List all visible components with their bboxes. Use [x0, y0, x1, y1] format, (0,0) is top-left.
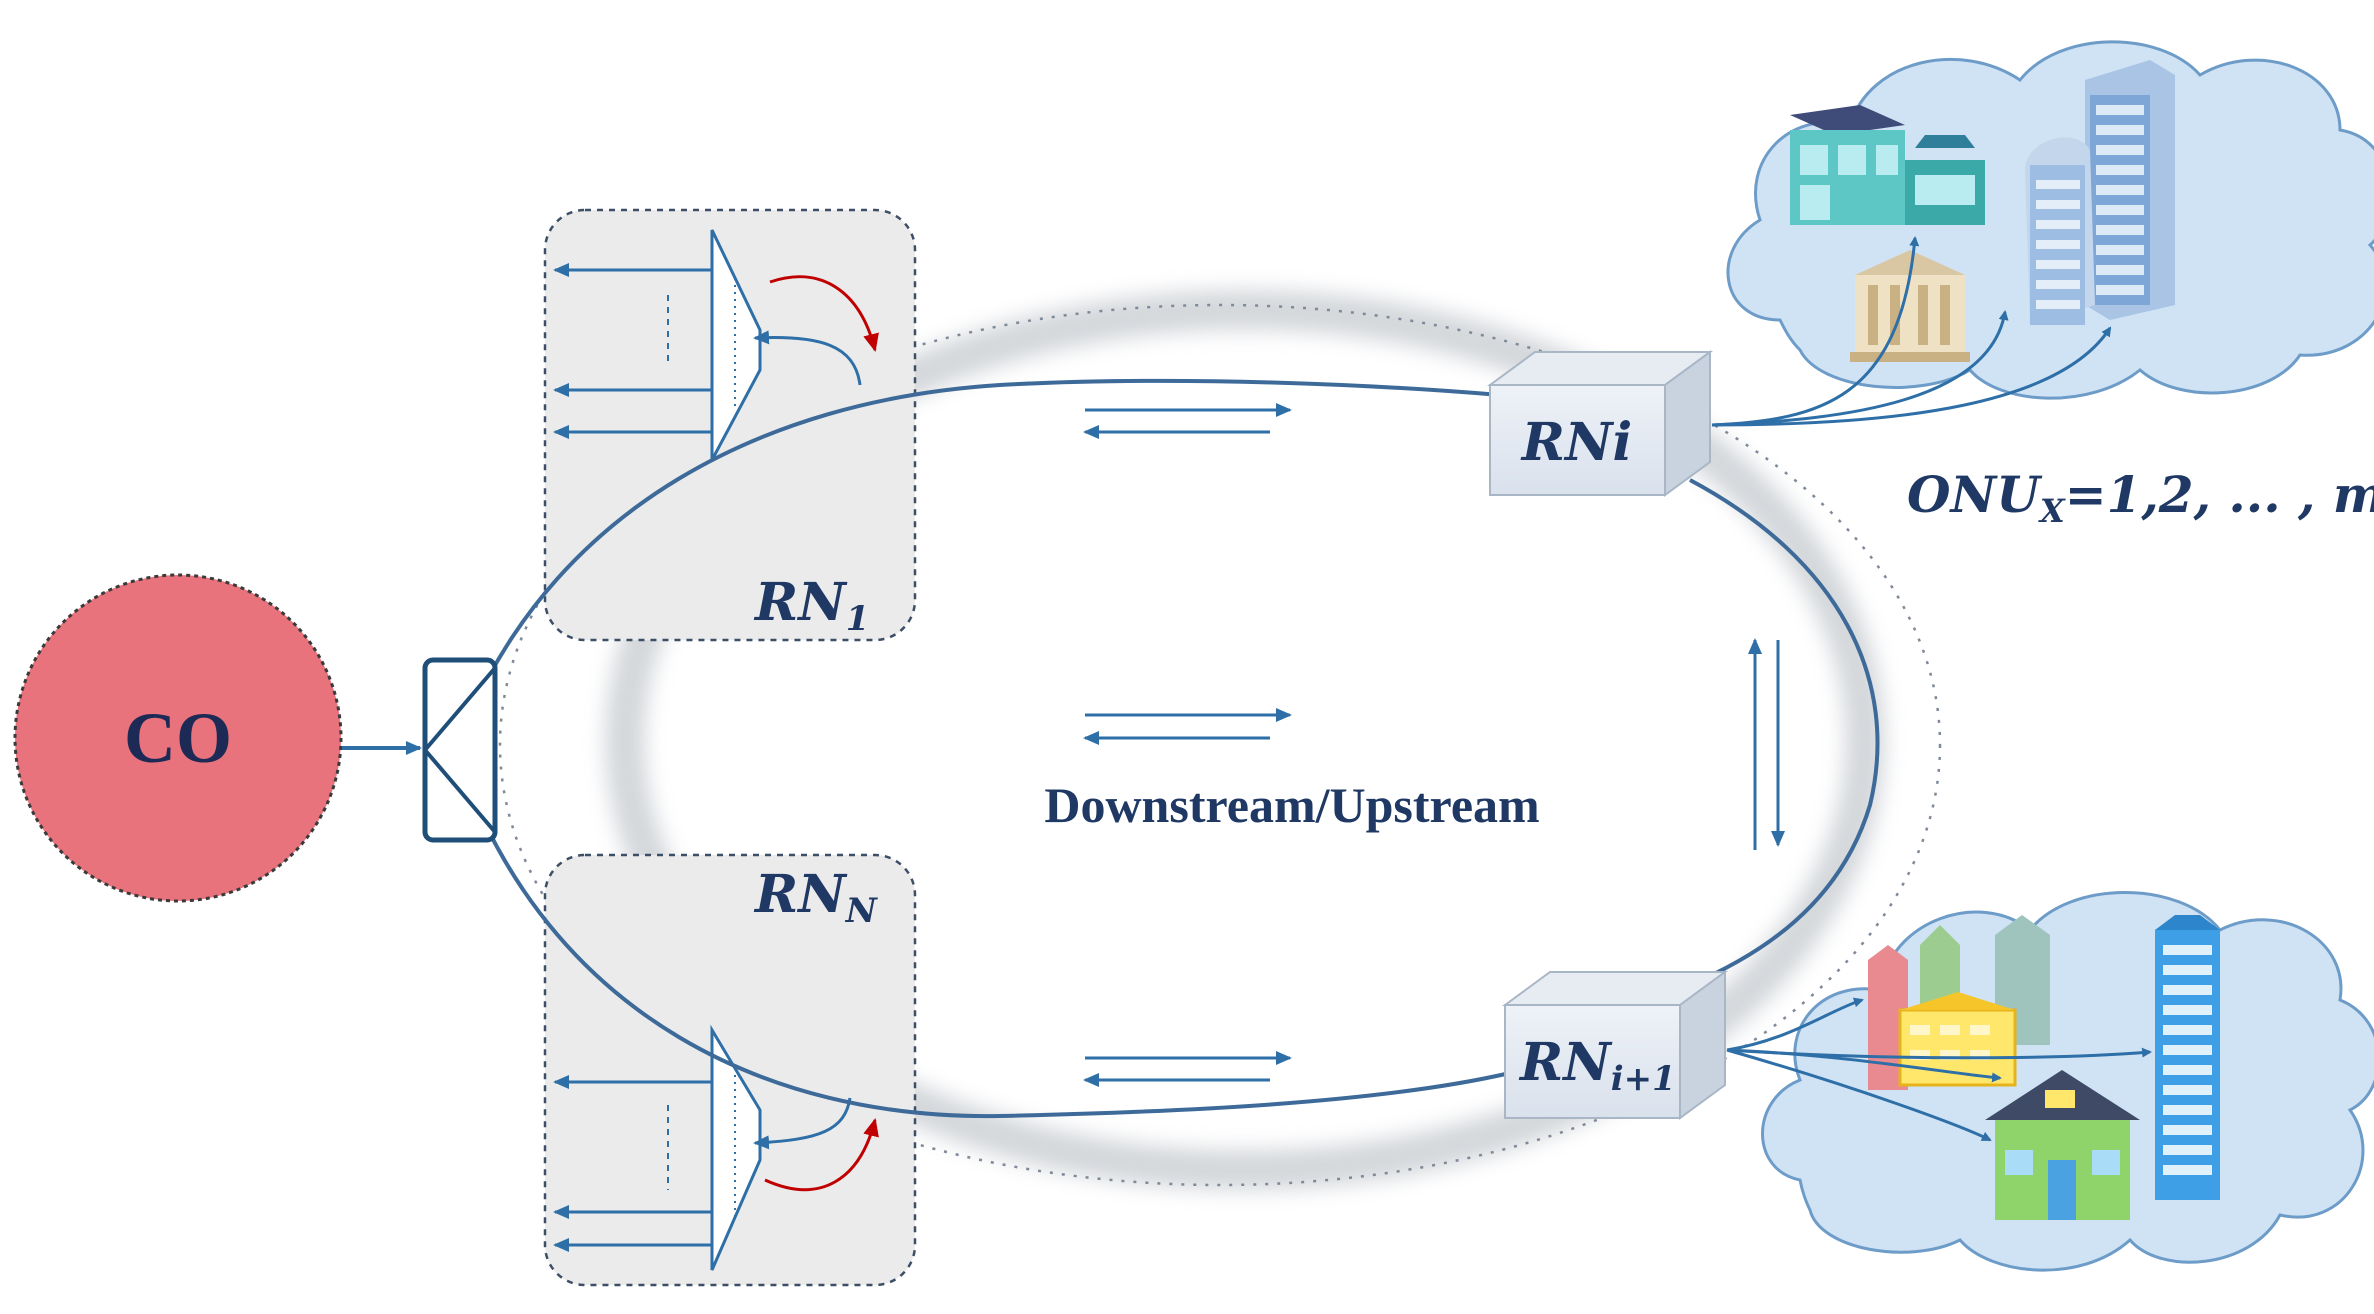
- rnN-panel: [543, 853, 917, 1287]
- fiber-ring: [468, 378, 1880, 1119]
- house-icon: [1985, 1070, 2140, 1220]
- rn1-demux-icon: [710, 229, 762, 461]
- bidir-arrows-right: [1748, 638, 1785, 850]
- cloud-bottom: [1726, 891, 2374, 1272]
- cloud-top: [1711, 40, 2374, 427]
- bidir-arrows-top: [1083, 403, 1292, 439]
- rni1-box: RNi+1: [1501, 970, 1729, 1120]
- city-icon: [1868, 915, 2050, 1090]
- rn1-panel: [543, 208, 917, 642]
- bidir-arrows-bottom: [1083, 1051, 1292, 1087]
- bank-icon: [1850, 250, 1970, 362]
- ring-dotted-boundary: [498, 303, 1942, 1187]
- rni1-label: RNi+1: [1518, 1032, 1676, 1099]
- building-icon: [1790, 105, 1985, 225]
- center-label: Downstream/Upstream: [1044, 777, 1539, 833]
- tower-icon: [2025, 60, 2175, 325]
- ring-shadow: [605, 290, 1885, 1190]
- rni-box: RNi: [1486, 350, 1714, 497]
- splitter-icon: [422, 657, 498, 843]
- tower-icon: [2155, 915, 2220, 1200]
- rn1-label: RN1: [753, 572, 869, 639]
- bidir-arrows-center: [1083, 708, 1292, 745]
- rnN-demux-icon: [710, 1024, 762, 1271]
- central-office: CO: [13, 573, 343, 903]
- co-label: CO: [124, 698, 232, 778]
- onu-label: ONUX=1,2, ... , m: [1907, 465, 2374, 530]
- rnN-label: RNN: [753, 864, 879, 931]
- rni-label: RNi: [1520, 412, 1633, 473]
